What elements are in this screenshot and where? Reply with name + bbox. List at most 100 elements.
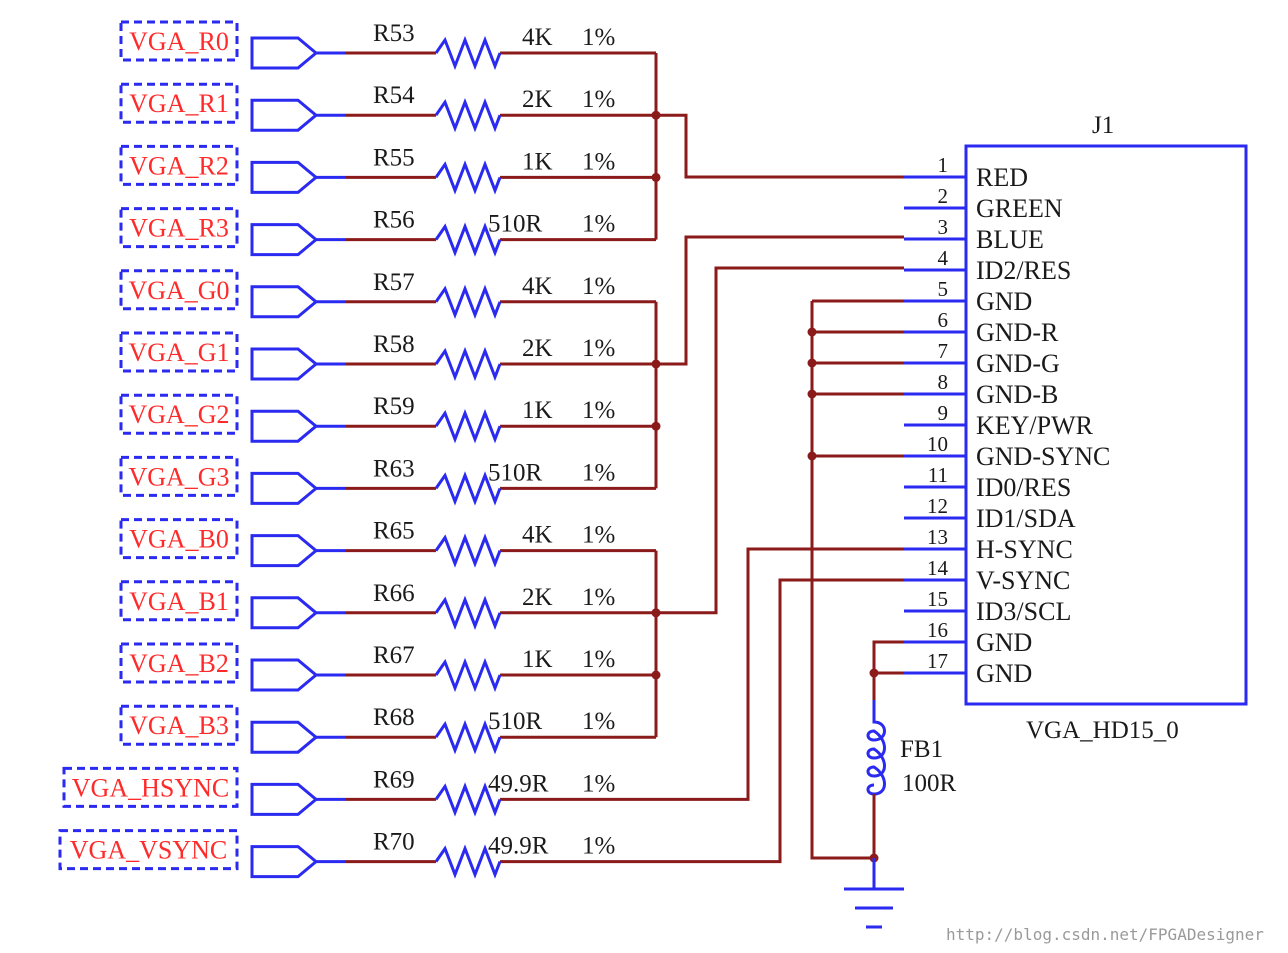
resistor-symbol [434,346,502,382]
net-label-box [119,518,239,560]
resistor-symbol [434,471,502,506]
resistor-ref: R65 [373,518,415,545]
net-label: VGA_G1 [128,338,229,367]
blue-net-wire [656,266,904,615]
resistor-tolerance: 1% [582,24,615,51]
pin-name: ID1/SDA [976,504,1076,533]
resistor-tolerance: 1% [582,646,615,673]
pin-number: 17 [927,649,948,673]
resistor-tolerance: 1% [582,86,615,113]
port-symbol [250,596,319,630]
pin-number: 3 [938,215,949,239]
pin-number: 9 [938,401,949,425]
net-label: VGA_G0 [128,276,229,305]
resistor-ref: R63 [373,455,415,482]
vsync-net-wire [500,578,904,864]
pin-name: V-SYNC [976,566,1070,595]
net-label: VGA_VSYNC [70,836,227,865]
pin-name: H-SYNC [976,535,1073,564]
net-label-box [58,829,239,871]
net-label-box [119,20,239,62]
port-symbol [250,409,319,443]
resistor-value: 1K [522,646,553,673]
net-label: VGA_HSYNC [72,773,229,802]
resistor-value: 2K [522,335,553,362]
resistor-ref: R54 [373,82,415,109]
net-label: VGA_B1 [129,587,229,616]
junction-dot [651,172,661,182]
inductor-coil-icon [866,700,886,796]
resistor-symbol [434,98,502,133]
resistor-ref: R56 [373,207,415,234]
net-label: VGA_B3 [129,711,229,740]
net-label-box [119,455,239,497]
pin-number: 2 [938,184,949,208]
net-label-box [62,766,239,808]
resistor-tolerance: 1% [582,397,615,424]
pin-number: 14 [927,556,949,580]
resistor-tolerance: 1% [582,459,615,486]
resistor-tolerance: 1% [582,770,615,797]
resistor-value: 4K [522,522,553,549]
pin-number: 15 [927,587,948,611]
resistor-ref: R66 [373,580,415,607]
net-label-box [119,82,239,124]
wires [500,51,904,864]
resistor-value: 49.9R [488,770,549,797]
junction-dot [869,668,879,678]
resistor-symbol [434,222,502,257]
chassis-gnd-wire [872,640,904,700]
resistor-value: 4K [522,273,553,300]
port-symbol [250,285,319,319]
pin-name: GND-B [976,380,1058,409]
resistor-value: 1K [522,397,553,424]
net-label-box [119,393,239,435]
pin-number: 4 [938,246,949,270]
resistor-value: 510R [488,708,543,735]
resistor-value: 4K [522,24,553,51]
resistor-ref: R69 [373,766,415,793]
resistor-symbol [434,595,502,630]
port-symbol [250,720,319,754]
net-label: VGA_R2 [129,151,229,180]
junction-dot [651,421,661,431]
pin-name: GND [976,287,1032,316]
resistor-ref: R68 [373,704,415,731]
junction-dot [807,327,817,337]
pin-name: GND [976,659,1032,688]
resistor-tolerance: 1% [582,522,615,549]
pin-name: GND-G [976,349,1060,378]
port-symbol [250,534,319,568]
pin-number: 10 [927,432,948,456]
net-label-box [119,580,239,622]
resistor-value: 510R [488,211,543,238]
net-label-box [119,642,239,684]
port-symbol [250,223,319,257]
resistor-value: 2K [522,584,553,611]
pin-name: GREEN [976,194,1063,223]
watermark: http://blog.csdn.net/FPGADesigner [946,925,1264,944]
pin-number: 8 [938,370,949,394]
junction-dot [807,451,817,461]
port-symbol [250,98,319,132]
pin-number: 6 [938,308,949,332]
net-label: VGA_R0 [129,27,229,56]
pin-name: BLUE [976,225,1044,254]
net-label-box [119,144,239,186]
pin-number: 13 [927,525,948,549]
hsync-net-wire [500,547,904,801]
pin-number: 11 [928,463,948,487]
net-label: VGA_B2 [129,649,229,678]
pin-name: RED [976,163,1028,192]
resistor-symbol [434,284,502,319]
resistor-tolerance: 1% [582,211,615,238]
pin-number: 1 [938,153,949,177]
ferrite-bead-fb1: FB1 100R [844,700,957,929]
green-net-wire [656,235,904,366]
pin-number: 12 [927,494,948,518]
pin-name: GND-R [976,318,1059,347]
resistor-tolerance: 1% [582,833,615,860]
